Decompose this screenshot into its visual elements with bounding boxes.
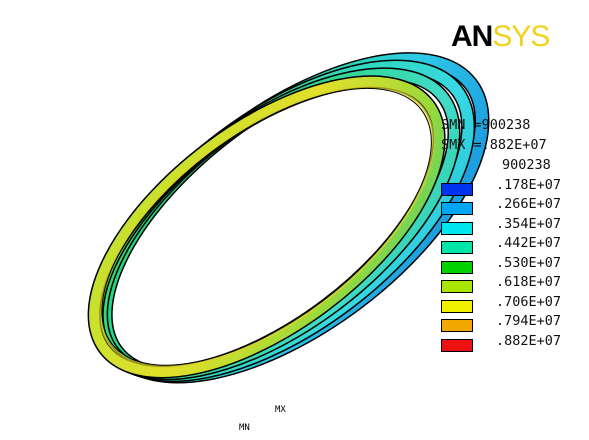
logo-text-an: AN bbox=[451, 20, 493, 53]
legend-swatch bbox=[441, 299, 473, 313]
legend-value: .266E+07 bbox=[496, 196, 562, 212]
legend-value: 900238 bbox=[502, 157, 551, 173]
max-marker: MX bbox=[275, 405, 286, 415]
legend-swatch bbox=[441, 260, 473, 274]
ring-4 bbox=[87, 75, 446, 379]
legend-swatch bbox=[441, 280, 473, 293]
smx-label: SMX =.882E+07 bbox=[441, 137, 547, 153]
legend-swatch bbox=[441, 338, 473, 352]
legend-swatch bbox=[441, 202, 473, 215]
legend-value: .794E+07 bbox=[496, 313, 562, 329]
legend-value: .618E+07 bbox=[496, 274, 562, 290]
legend-value: .530E+07 bbox=[496, 254, 562, 271]
legend-swatch bbox=[441, 182, 473, 196]
ansys-logo: ANSYS bbox=[451, 20, 550, 53]
logo-text-sys: SYS bbox=[492, 20, 550, 53]
legend-value: .882E+07 bbox=[496, 332, 562, 349]
legend-swatch bbox=[441, 241, 473, 254]
min-marker: MN bbox=[239, 423, 250, 433]
legend-value: .354E+07 bbox=[496, 215, 562, 232]
legend-value: .706E+07 bbox=[496, 293, 562, 310]
legend-swatch bbox=[441, 319, 473, 332]
smn-label: SMN =900238 bbox=[441, 117, 531, 133]
legend-swatch bbox=[441, 221, 473, 235]
legend-value: .178E+07 bbox=[496, 176, 562, 193]
legend-value: .442E+07 bbox=[496, 235, 562, 251]
